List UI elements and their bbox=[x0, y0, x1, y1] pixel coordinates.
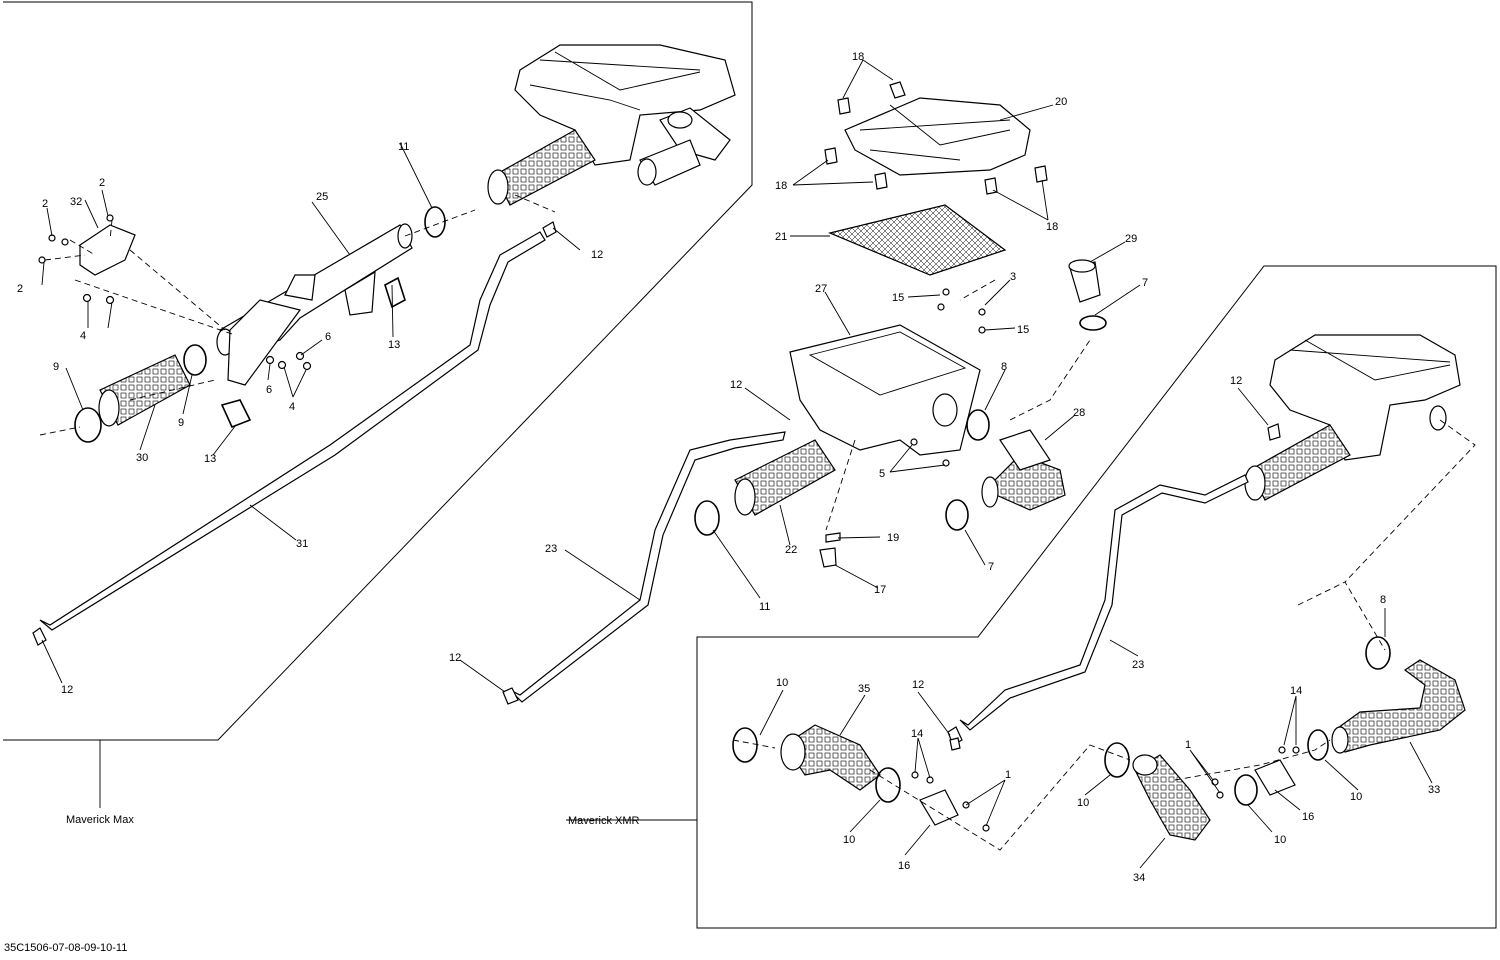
callout-17: 17 bbox=[874, 584, 886, 596]
intake-hose-22 bbox=[734, 439, 836, 516]
callout-13: 13 bbox=[204, 453, 216, 465]
airbox-base-27 bbox=[789, 324, 981, 456]
callout-1: 1 bbox=[1185, 739, 1191, 751]
callout-14: 14 bbox=[1290, 685, 1302, 697]
callout-12: 12 bbox=[591, 249, 603, 261]
callout-10: 10 bbox=[1274, 834, 1286, 846]
callout-11: 11 bbox=[398, 141, 409, 153]
callout-30: 30 bbox=[136, 452, 148, 464]
callout-22: 22 bbox=[785, 544, 797, 556]
callout-10: 10 bbox=[1077, 797, 1089, 809]
callout-3: 3 bbox=[1010, 271, 1016, 283]
distribution-tube-25 bbox=[216, 223, 413, 386]
bracket-32 bbox=[79, 224, 136, 276]
vent-hose-23-center bbox=[502, 431, 786, 705]
callout-7: 7 bbox=[988, 561, 994, 573]
callout-25: 25 bbox=[316, 191, 328, 203]
callout-2: 2 bbox=[42, 198, 48, 210]
callout-34: 34 bbox=[1133, 872, 1145, 884]
callout-labels: 2 2 32 2 4 9 9 30 13 6 4 6 13 25 11 12 3… bbox=[17, 51, 1440, 884]
maverick-xmr-frame bbox=[696, 265, 1497, 929]
leaders-max bbox=[39, 142, 581, 808]
latches-18 bbox=[824, 81, 1048, 195]
callout-18: 18 bbox=[1046, 221, 1058, 233]
callout-18: 18 bbox=[775, 180, 787, 192]
callout-2: 2 bbox=[17, 283, 23, 295]
callout-15: 15 bbox=[1017, 324, 1029, 336]
callout-12: 12 bbox=[1230, 375, 1242, 387]
callout-28: 28 bbox=[1073, 407, 1085, 419]
figure-code: 35C1506-07-08-09-10-11 bbox=[4, 942, 127, 954]
intake-hose-30 bbox=[98, 354, 191, 427]
callout-2: 2 bbox=[99, 177, 105, 189]
callout-18: 18 bbox=[852, 51, 864, 63]
hardware-max bbox=[38, 214, 312, 371]
air-filter-21 bbox=[828, 204, 1007, 276]
leaders-xmr bbox=[566, 387, 1476, 869]
callout-10: 10 bbox=[1350, 791, 1362, 803]
callout-8: 8 bbox=[1380, 594, 1386, 606]
callout-9: 9 bbox=[178, 417, 184, 429]
adapter-28 bbox=[981, 429, 1066, 511]
callout-6: 6 bbox=[325, 331, 331, 343]
leaders-center bbox=[459, 59, 1141, 693]
callout-11: 11 bbox=[759, 601, 770, 613]
callout-16: 16 bbox=[1302, 811, 1314, 823]
hardware-xmr bbox=[911, 737, 1300, 832]
callout-8: 8 bbox=[1001, 361, 1007, 373]
callout-10: 10 bbox=[776, 677, 788, 689]
dust-cup-29 bbox=[1068, 259, 1101, 303]
drain-parts bbox=[819, 288, 986, 568]
callout-20: 20 bbox=[1055, 96, 1067, 108]
hose-34 bbox=[1132, 754, 1211, 841]
adapters-16 bbox=[919, 759, 1296, 826]
callout-9: 9 bbox=[53, 361, 59, 373]
clamps-max bbox=[74, 206, 446, 443]
callout-14: 14 bbox=[911, 728, 923, 740]
hose-33 bbox=[1331, 659, 1466, 754]
vent-hose-23-right bbox=[947, 423, 1281, 746]
callout-10: 10 bbox=[843, 834, 855, 846]
callout-6: 6 bbox=[266, 384, 272, 396]
callout-12: 12 bbox=[730, 379, 742, 391]
callout-4: 4 bbox=[80, 330, 86, 342]
callout-23: 23 bbox=[545, 543, 557, 555]
callout-21: 21 bbox=[775, 231, 787, 243]
callout-35: 35 bbox=[858, 683, 870, 695]
callout-5: 5 bbox=[879, 468, 885, 480]
airbox-cover-20 bbox=[844, 97, 1031, 176]
maverick-max-frame bbox=[3, 1, 753, 741]
callout-12: 12 bbox=[61, 684, 73, 696]
callout-19: 19 bbox=[887, 532, 899, 544]
callout-13: 13 bbox=[388, 339, 400, 351]
hose-35 bbox=[780, 724, 881, 791]
callout-12: 12 bbox=[912, 679, 924, 691]
caption-maverick-max: Maverick Max bbox=[66, 814, 134, 826]
callout-16: 16 bbox=[898, 860, 910, 872]
airbox-assembly-max bbox=[487, 44, 736, 206]
callout-1: 1 bbox=[1005, 769, 1011, 781]
caption-maverick-xmr: Maverick XMR bbox=[568, 815, 640, 827]
callout-27: 27 bbox=[815, 283, 827, 295]
clamps-center bbox=[694, 315, 1107, 536]
callout-32: 32 bbox=[70, 196, 82, 208]
callout-4: 4 bbox=[289, 401, 295, 413]
airbox-assembly-xmr bbox=[1244, 334, 1461, 501]
callout-7: 7 bbox=[1142, 277, 1148, 289]
callout-12: 12 bbox=[449, 652, 461, 664]
clamps-xmr bbox=[732, 636, 1391, 806]
callout-15: 15 bbox=[892, 292, 904, 304]
callout-31: 31 bbox=[296, 538, 308, 550]
callout-29: 29 bbox=[1125, 233, 1137, 245]
callout-33: 33 bbox=[1428, 784, 1440, 796]
callout-23: 23 bbox=[1132, 659, 1144, 671]
